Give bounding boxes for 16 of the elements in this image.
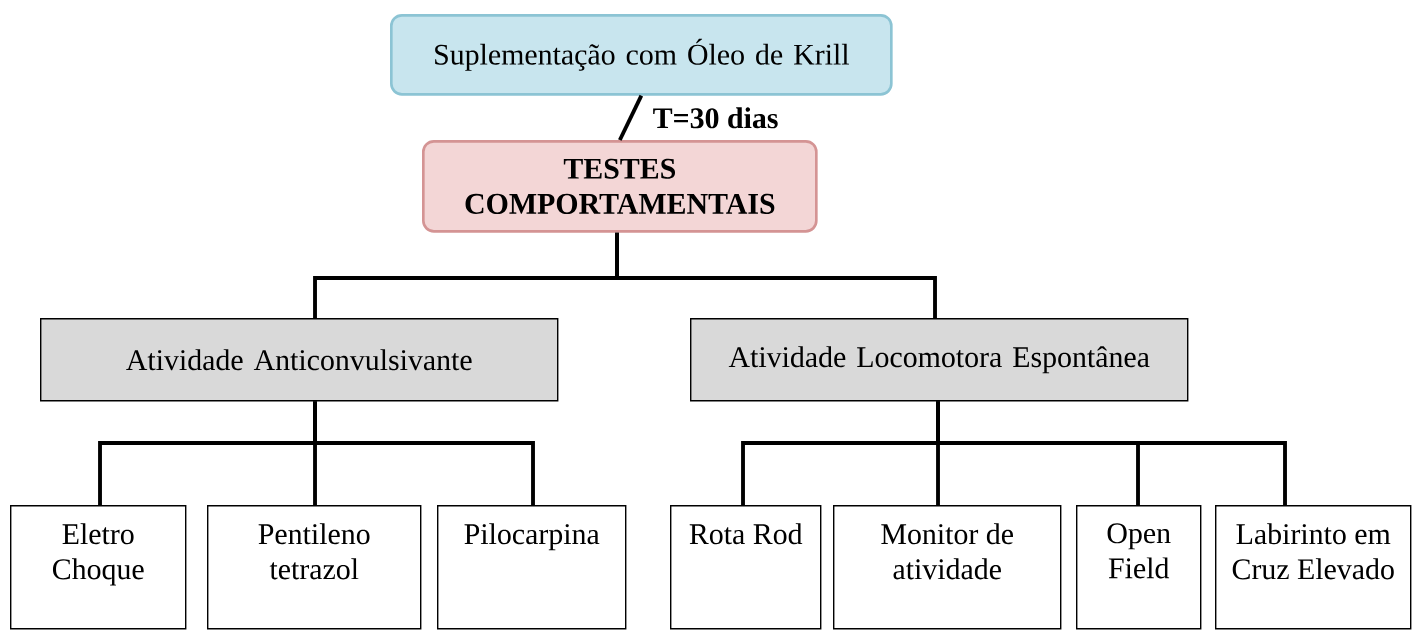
- category-box: Atividade Anticonvulsivante: [40, 318, 559, 402]
- test-box: Rota Rod: [670, 505, 822, 630]
- edge-label: T=30 dias: [650, 105, 781, 131]
- category-box: Atividade Locomotora Espontânea: [690, 318, 1189, 402]
- connector-line: [313, 401, 535, 505]
- rounded-box: Suplementação com Óleo de Krill: [390, 14, 893, 96]
- test-box: Eletro Choque: [10, 505, 187, 630]
- connector-line: [618, 94, 644, 141]
- connector-line: [615, 232, 937, 318]
- rounded-box: TESTES COMPORTAMENTAIS: [422, 140, 818, 233]
- connector-line: [936, 401, 1287, 505]
- test-box: Monitor de atividade: [833, 505, 1062, 630]
- test-box: Labirinto em Cruz Elevado: [1215, 505, 1412, 630]
- test-box: Pentileno tetrazol: [207, 505, 422, 630]
- test-box: Open Field: [1076, 505, 1202, 630]
- test-box: Pilocarpina: [437, 505, 627, 630]
